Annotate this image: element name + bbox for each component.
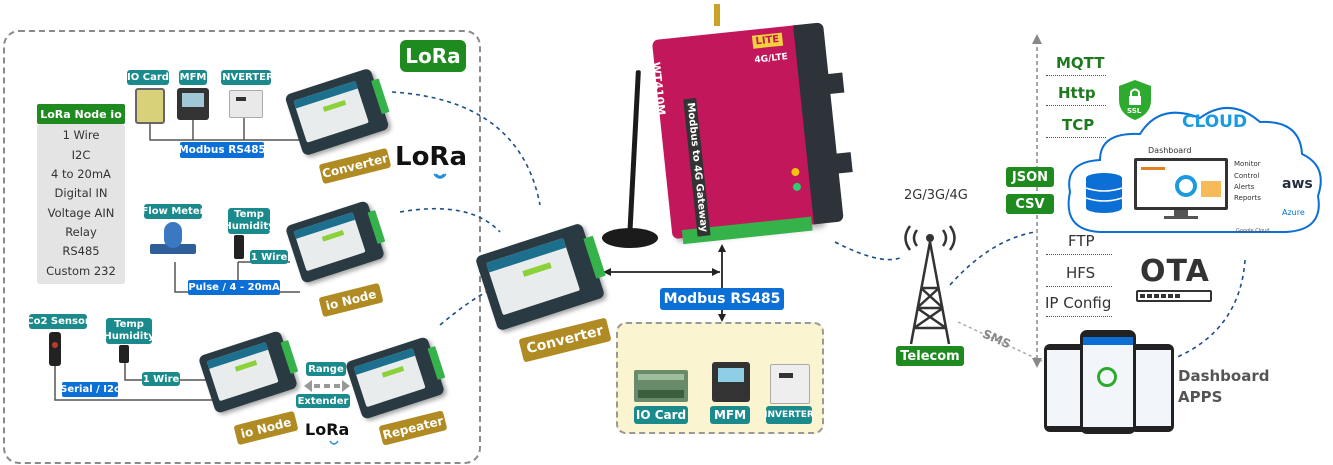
co2-sensor-icon	[49, 332, 61, 366]
network-label: 2G/3G/4G	[904, 188, 968, 203]
arrow-right-head	[712, 268, 720, 276]
wifi-signal-icon	[433, 173, 447, 179]
ota-label: OTA	[1140, 254, 1210, 289]
temp-sensor-probe-icon	[234, 235, 244, 259]
lora-node-io-list: 1 Wire I2C 4 to 20mA Digital IN Voltage …	[37, 124, 125, 284]
flow-meter-icon	[150, 222, 196, 264]
ssl-label: SSL	[1127, 107, 1142, 115]
range-extender-arrow-icon	[304, 378, 350, 392]
telecom-label: Telecom	[896, 346, 964, 366]
tcp-underline	[1046, 137, 1106, 138]
field-mfm-icon	[712, 362, 750, 402]
lora-logo-large-text: LoRa	[395, 142, 467, 172]
lora-logo-large: LoRa	[395, 142, 471, 182]
lora-logo-small-text: LoRa	[305, 420, 350, 439]
tcp-label: TCP	[1062, 116, 1095, 134]
bottom-one-wire-label: 1 Wire	[142, 372, 180, 386]
lora-logo-small: LoRa	[305, 420, 361, 450]
ota-progress-bar	[1136, 290, 1212, 302]
json-label: JSON	[1006, 167, 1054, 187]
http-underline	[1046, 105, 1106, 106]
cloud-title: CLOUD	[1182, 112, 1248, 132]
top-bus-line	[149, 100, 305, 141]
io-card-device-icon	[135, 88, 165, 124]
bottom-temp-probe-icon	[119, 345, 129, 363]
mqtt-label: MQTT	[1056, 54, 1105, 72]
middle-pulse-label: Pulse / 4 - 20mA	[188, 280, 280, 295]
field-io-card-label: IO Card	[634, 406, 688, 424]
co2-sensor-label: Co2 Sensor	[26, 314, 90, 329]
middle-temp-humidity-label: Temp Humidity	[223, 208, 275, 234]
csv-label: CSV	[1006, 194, 1054, 214]
top-io-card-label: IO Card	[127, 70, 169, 85]
middle-one-wire-label: 1 Wire	[250, 250, 288, 264]
lora-link-top	[391, 91, 541, 206]
top-bus-label: Modbus RS485	[178, 142, 266, 158]
arrow-up-head	[718, 244, 726, 252]
gateway-sma-antenna-icon	[714, 4, 720, 26]
axis-up-head	[1032, 34, 1042, 44]
io-item: Digital IN	[54, 186, 108, 200]
field-inverter-icon	[770, 364, 810, 404]
ip-config-underline	[1046, 316, 1112, 317]
center-modbus-label: Modbus RS485	[660, 288, 784, 310]
lora-node-io-title: LoRa Node io	[37, 104, 125, 124]
io-item: Custom 232	[46, 264, 116, 278]
lora-network-panel	[3, 30, 481, 464]
lora-link-middle	[399, 207, 501, 233]
bottom-temp-humidity-label: Temp Humidity	[103, 318, 155, 344]
io-item: 1 Wire	[62, 128, 100, 142]
gateway-tower-link	[834, 241, 901, 261]
sms-link	[957, 321, 1051, 366]
feature-reports: Reports	[1234, 194, 1261, 202]
io-item: Voltage AIN	[47, 206, 115, 220]
mobile-apps-icon	[1044, 330, 1174, 436]
antenna-icon	[600, 70, 670, 260]
io-item: I2C	[71, 148, 91, 162]
bottom-serial-line	[54, 360, 215, 401]
axis-down-head	[1032, 358, 1042, 368]
telecom-tower-icon	[895, 208, 965, 350]
extender-label: Extender	[296, 394, 350, 408]
ftp-label: FTP	[1068, 232, 1095, 250]
field-io-card-icon	[634, 370, 688, 402]
ip-config-label: IP Config	[1045, 294, 1112, 312]
arrow-left-head	[603, 268, 611, 276]
mfm-meter-icon	[177, 88, 209, 120]
lora-link-bottom	[439, 289, 491, 326]
feature-monitor: Monitor	[1234, 160, 1261, 168]
dashboard-title: Dashboard	[1148, 146, 1192, 155]
feature-control: Control	[1234, 172, 1260, 180]
dashboard-apps-label: Dashboard APPS	[1178, 367, 1270, 406]
hfs-label: HFS	[1066, 264, 1096, 282]
field-inverter-label: INVERTER	[764, 406, 814, 424]
database-icon	[1084, 172, 1124, 214]
ftp-underline	[1046, 254, 1112, 255]
field-mfm-label: MFM	[710, 406, 750, 424]
io-item: Relay	[65, 225, 97, 239]
arrow-down-head	[718, 314, 726, 322]
io-item: RS485	[62, 244, 100, 258]
ssl-shield-icon: SSL	[1116, 78, 1154, 122]
feature-alerts: Alerts	[1234, 183, 1255, 191]
range-label: Range	[306, 362, 346, 376]
http-label: Http	[1058, 84, 1096, 102]
google-cloud-logo: Google Cloud	[1236, 228, 1270, 234]
serial-i2c-label: Serial / I2c	[60, 382, 120, 397]
aws-logo: aws	[1282, 176, 1313, 192]
io-item: 4 to 20mA	[51, 167, 111, 181]
hfs-underline	[1046, 286, 1112, 287]
cloud-apps-link	[1174, 259, 1246, 359]
gateway-device: WT410M Modbus to 4G Gateway LITE 4G/LTE	[649, 13, 859, 251]
top-inverter-label: INVERTER	[218, 70, 274, 85]
mqtt-underline	[1046, 75, 1106, 76]
azure-logo: Azure	[1282, 208, 1305, 217]
inverter-device-icon	[229, 90, 263, 118]
top-mfm-label: MFM	[179, 70, 207, 85]
lora-badge: LoRa	[400, 40, 466, 72]
dashboard-monitor-icon	[1134, 158, 1228, 220]
wifi-signal-small-icon	[329, 440, 339, 445]
flow-meter-label: Flow Meter	[141, 204, 205, 219]
